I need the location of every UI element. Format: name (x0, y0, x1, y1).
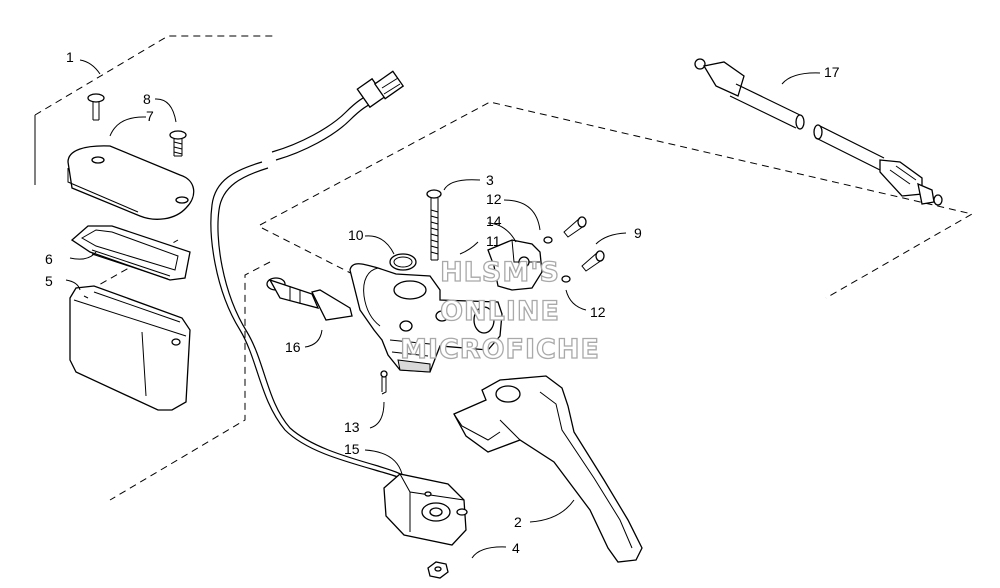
callout-9: 9 (634, 225, 642, 241)
locknut (427, 561, 449, 579)
piston-assembly (266, 277, 353, 321)
master-cylinder-body (349, 263, 503, 373)
o-ring (389, 253, 417, 271)
watermark: HLSM'S ONLINE MICROFICHE (399, 256, 600, 365)
cover-screw-left (87, 93, 105, 121)
callout-8: 8 (143, 91, 151, 107)
callout-13: 13 (344, 419, 360, 435)
brake-cable (694, 58, 943, 206)
brake-lever (453, 375, 643, 563)
callout-12-lower: 12 (590, 304, 606, 320)
leader-lines (65, 59, 821, 559)
callout-6: 6 (45, 251, 53, 267)
clamp-screw-lower (581, 250, 605, 272)
watermark-line-2: ONLINE (440, 296, 560, 327)
callout-17: 17 (824, 64, 840, 80)
watermark-line-3: MICROFICHE (400, 334, 600, 365)
callout-12-upper: 12 (486, 191, 502, 207)
callout-16: 16 (285, 339, 301, 355)
clamp-washer-upper (543, 236, 553, 244)
reservoir-body (69, 285, 191, 411)
handlebar-clamp (487, 239, 543, 291)
brake-light-switch (383, 473, 468, 546)
callout-11: 11 (486, 233, 501, 249)
callout-labels: 1 2 3 4 5 6 7 8 9 10 11 12 12 13 14 15 1… (45, 49, 840, 556)
mounting-bolt (426, 189, 442, 261)
switch-wire (210, 70, 405, 481)
callout-2: 2 (514, 514, 522, 530)
callout-15: 15 (344, 441, 360, 457)
reservoir-diaphragm (70, 225, 191, 281)
reservoir-cover (67, 145, 195, 220)
clamp-washer-lower (561, 275, 571, 283)
callout-10: 10 (348, 227, 364, 243)
clamp-screw-upper (563, 216, 587, 238)
callout-1: 1 (66, 49, 74, 65)
switch-screw (380, 370, 388, 395)
callout-3: 3 (486, 172, 494, 188)
callout-7: 7 (146, 108, 154, 124)
callout-4: 4 (512, 540, 520, 556)
callout-14: 14 (486, 213, 502, 229)
cover-screw-right (169, 130, 187, 157)
callout-5: 5 (45, 273, 53, 289)
watermark-line-1: HLSM'S (440, 257, 560, 288)
